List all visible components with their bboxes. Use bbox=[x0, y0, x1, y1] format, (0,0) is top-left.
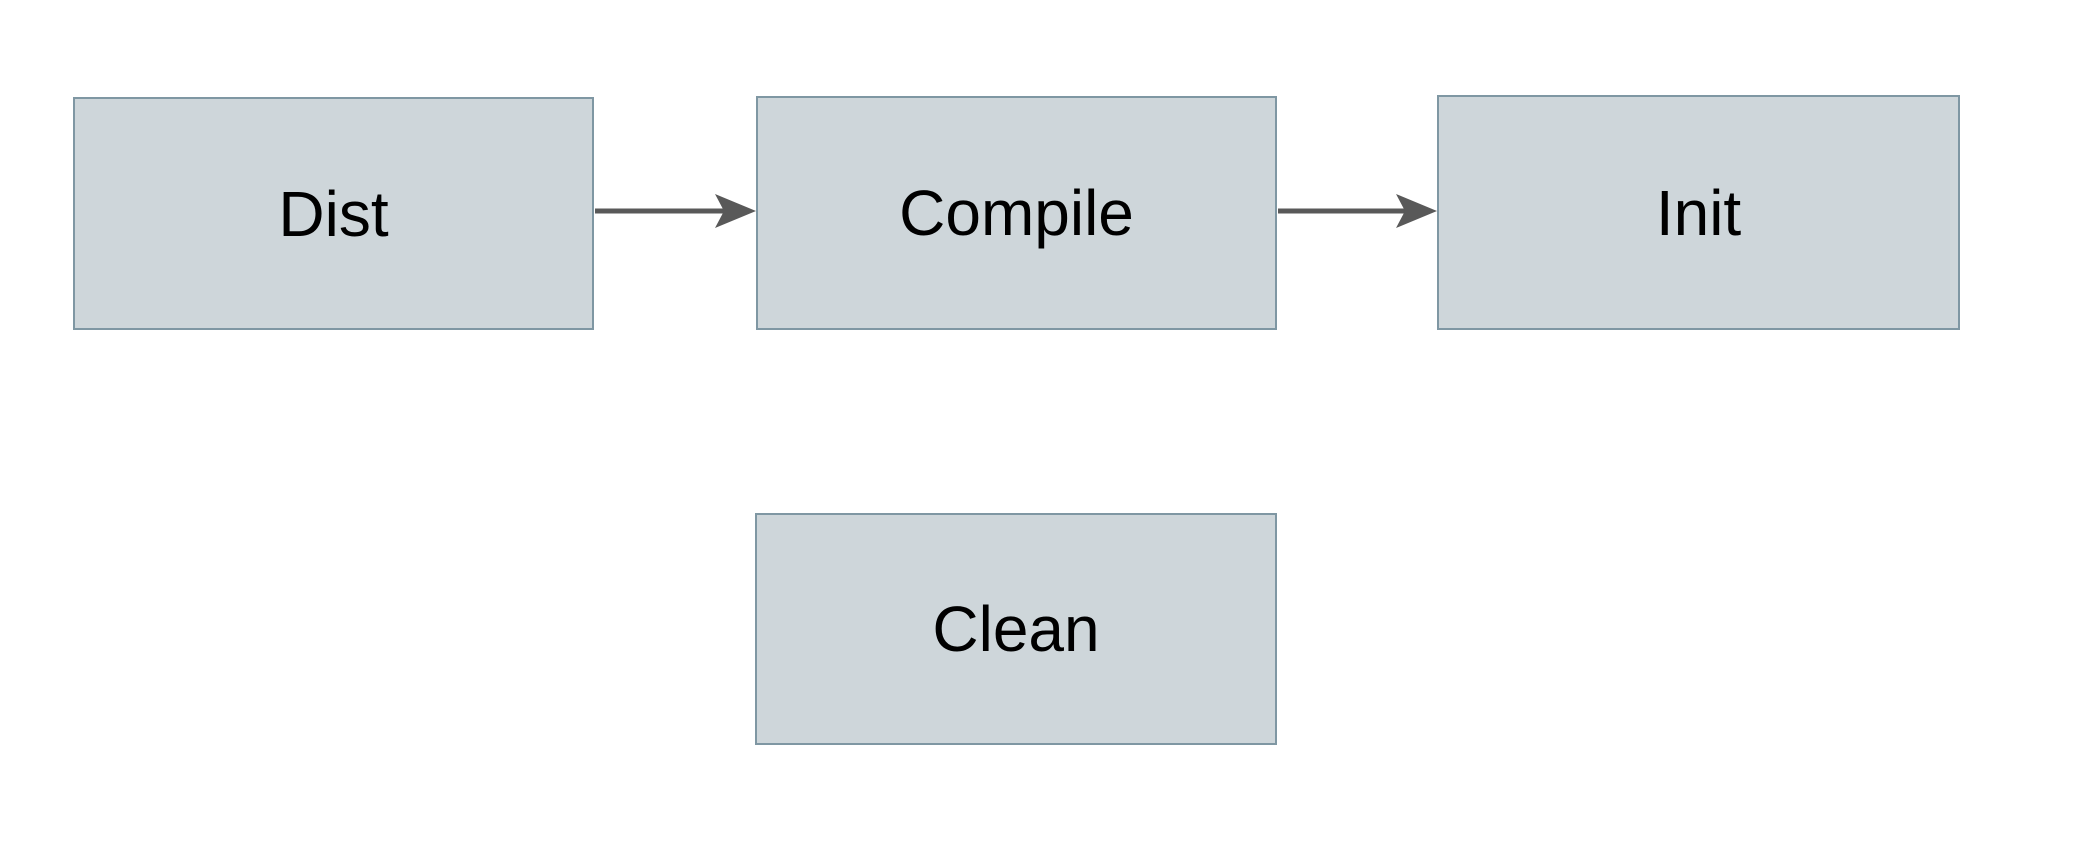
node-label: Clean bbox=[932, 593, 1100, 665]
node-label: Init bbox=[1655, 176, 1742, 249]
node-label: Compile bbox=[899, 177, 1134, 249]
edge-dist-to-compile[interactable] bbox=[595, 194, 756, 228]
node-init[interactable]: Init bbox=[1437, 95, 1960, 330]
node-compile[interactable]: Compile bbox=[756, 96, 1277, 330]
node-clean[interactable]: Clean bbox=[755, 513, 1277, 745]
node-label: Dist bbox=[278, 177, 389, 250]
node-dist[interactable]: Dist bbox=[73, 97, 594, 330]
arrowhead-icon bbox=[715, 194, 756, 228]
edge-compile-to-init[interactable] bbox=[1278, 194, 1437, 228]
arrowhead-icon bbox=[1396, 194, 1437, 228]
